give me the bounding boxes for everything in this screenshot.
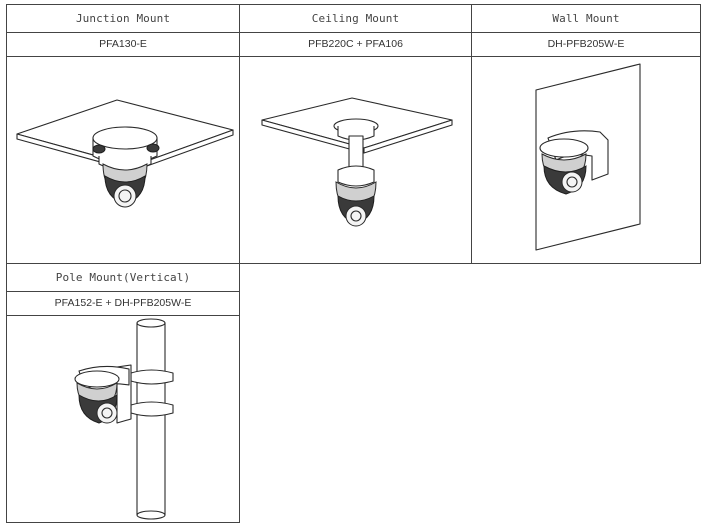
mount-cell-pole: Pole Mount(Vertical) PFA152-E + DH-PFB20… — [6, 263, 240, 523]
pole-mount-illustration — [7, 315, 239, 522]
mount-title: Wall Mount — [472, 5, 700, 33]
mount-model: PFA130-E — [7, 32, 239, 57]
mount-title: Ceiling Mount — [240, 5, 471, 33]
mount-title: Junction Mount — [7, 5, 239, 33]
ceiling-mount-illustration — [240, 56, 471, 263]
mount-model: PFB220C + PFA106 — [240, 32, 471, 57]
mount-title: Pole Mount(Vertical) — [7, 264, 239, 292]
mount-cell-wall: Wall Mount DH-PFB205W-E — [471, 4, 701, 264]
junction-mount-illustration — [7, 56, 239, 263]
mount-cell-junction: Junction Mount PFA130-E — [6, 4, 240, 264]
mount-cell-ceiling: Ceiling Mount PFB220C + PFA106 — [239, 4, 472, 264]
mount-model: PFA152-E + DH-PFB205W-E — [7, 291, 239, 316]
mount-model: DH-PFB205W-E — [472, 32, 700, 57]
wall-mount-illustration — [472, 56, 700, 263]
